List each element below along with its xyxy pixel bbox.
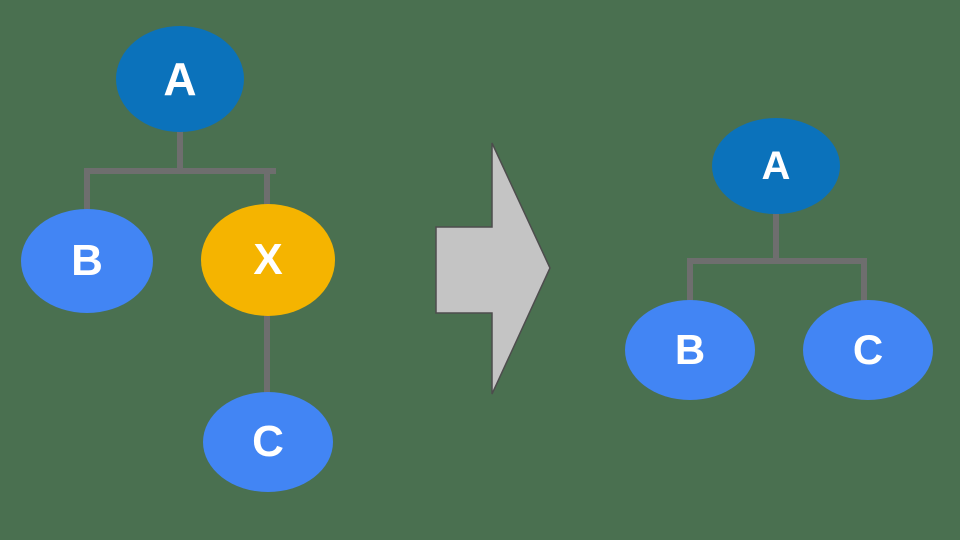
node-b-after[interactable]: B xyxy=(625,300,755,400)
edge-bus-after xyxy=(687,258,867,264)
node-b-after-label: B xyxy=(674,326,706,373)
edge-bus-to-x-before xyxy=(264,168,270,218)
node-b-before[interactable]: B xyxy=(21,209,153,313)
node-a-before-label: A xyxy=(163,53,197,105)
arrow-right-svg xyxy=(435,142,551,395)
node-a-after[interactable]: A xyxy=(712,118,840,214)
node-c-before[interactable]: C xyxy=(203,392,333,492)
edge-bus-to-c-after xyxy=(861,258,867,310)
edge-a-to-bus-after xyxy=(773,210,779,262)
edge-bus-to-b-before xyxy=(84,168,90,220)
node-x-before[interactable]: X xyxy=(201,204,335,316)
node-a-after-label: A xyxy=(761,144,791,188)
node-c-after[interactable]: C xyxy=(803,300,933,400)
edge-a-to-bus-before xyxy=(177,128,183,173)
node-x-before-label: X xyxy=(253,235,283,284)
edge-bus-to-b-after xyxy=(687,258,693,310)
node-c-before-label: C xyxy=(252,417,284,466)
node-a-before[interactable]: A xyxy=(116,26,244,132)
edge-x-to-c-before xyxy=(264,305,270,405)
arrow-right-icon xyxy=(430,138,560,403)
edge-bus-before xyxy=(84,168,276,174)
node-c-after-label: C xyxy=(852,326,884,373)
node-b-before-label: B xyxy=(71,236,103,285)
